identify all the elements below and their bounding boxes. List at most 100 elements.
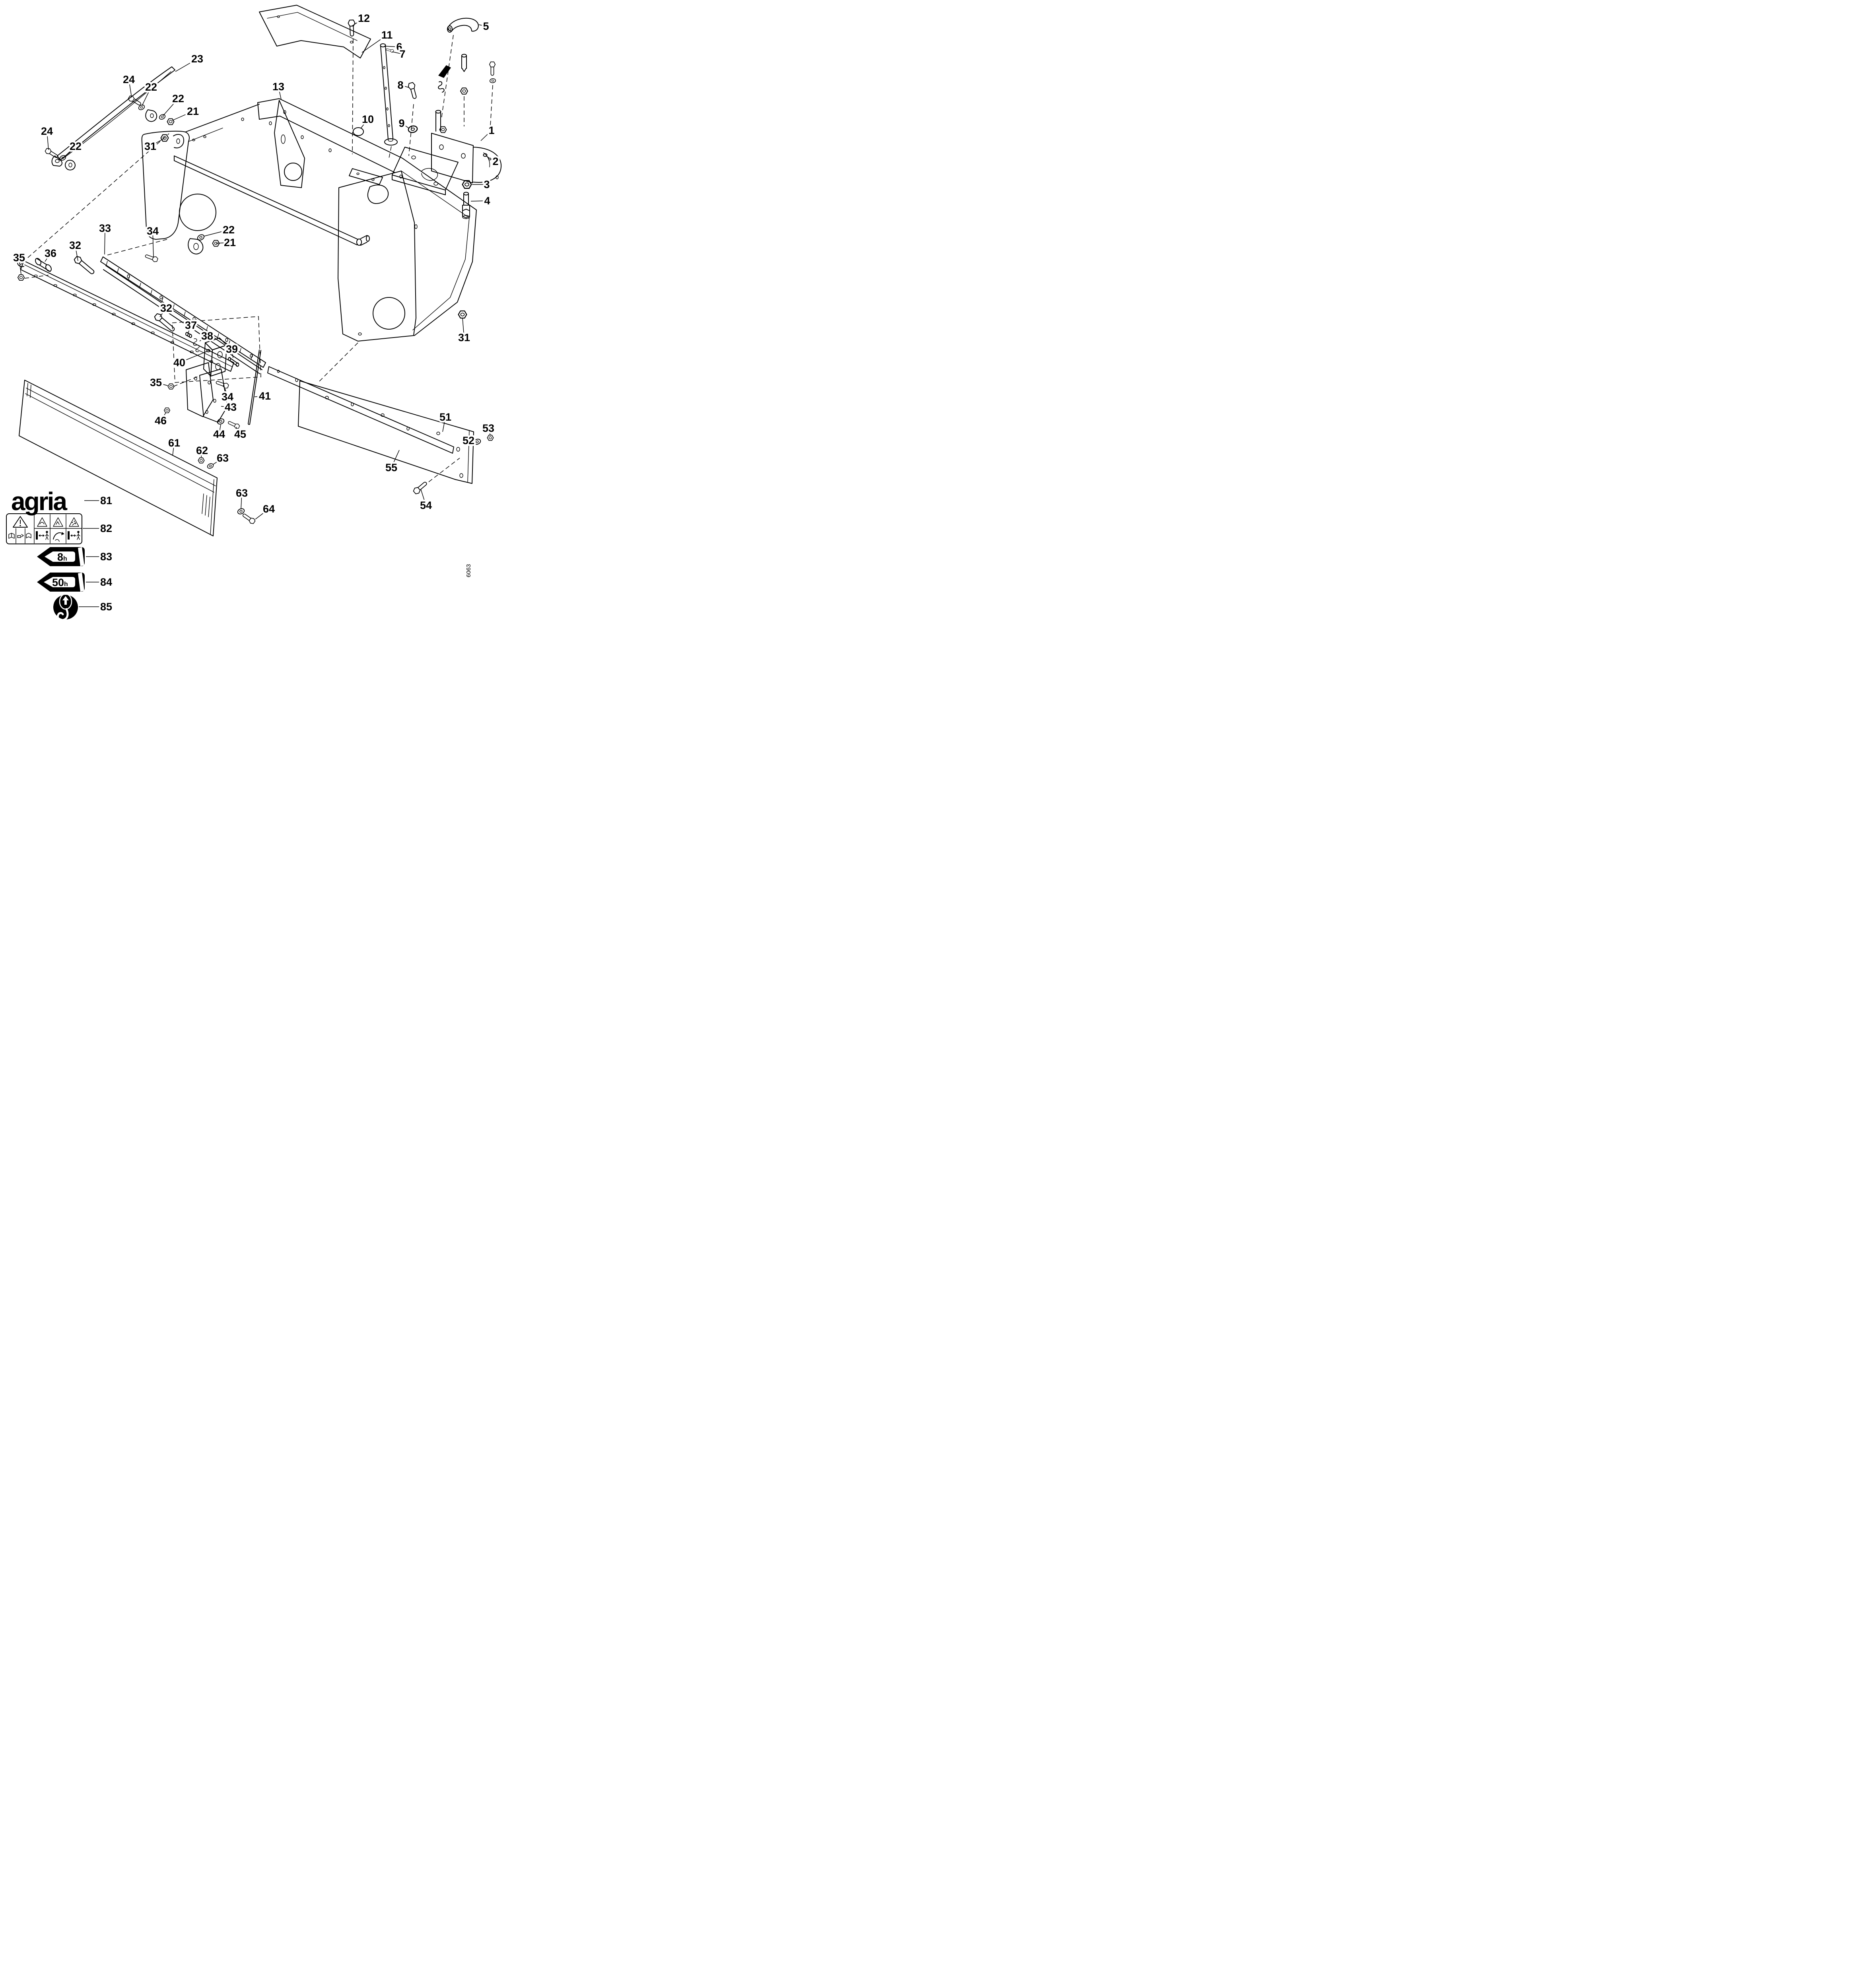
leader-line-64 xyxy=(255,509,269,520)
scraper-assembly xyxy=(186,362,228,423)
service-50h-text: 50h xyxy=(52,577,68,588)
washer-44 xyxy=(216,417,225,426)
part-label-41: 41 xyxy=(259,390,271,402)
leader-line-5 xyxy=(478,24,486,27)
cutting-hazard-icon xyxy=(53,517,63,527)
leader-line-31 xyxy=(462,318,464,338)
bolt-8 xyxy=(407,82,419,100)
clamp-grip xyxy=(438,65,451,93)
warning-exclamation-icon xyxy=(13,516,28,528)
clamp-handle xyxy=(447,17,479,33)
leader-line-39 xyxy=(231,349,233,358)
bushing-36 xyxy=(35,258,52,272)
part-label-38: 38 xyxy=(201,330,213,342)
stickers: agria xyxy=(6,487,472,621)
leader-line-54 xyxy=(420,489,426,506)
thrown-objects-icon xyxy=(69,517,79,527)
rotating-blade-icon xyxy=(53,532,64,542)
leader-line-24 xyxy=(47,131,49,150)
leader-line-11 xyxy=(361,35,387,53)
leader-line-22 xyxy=(142,87,152,106)
leader-line-34 xyxy=(225,388,228,397)
part-label-32: 32 xyxy=(69,239,81,251)
leader-line-21 xyxy=(172,111,193,121)
leader-line-13 xyxy=(278,86,282,100)
rubber-flap xyxy=(19,380,218,536)
bolt-12 xyxy=(348,19,356,37)
part-label-24: 24 xyxy=(123,74,135,85)
top-cover-plate xyxy=(259,5,371,58)
part-label-45: 45 xyxy=(234,428,246,440)
service-8h-sticker: 8h xyxy=(37,547,85,566)
part-label-32: 32 xyxy=(160,302,172,314)
keep-distance-icon-2 xyxy=(68,531,80,540)
warning-sticker xyxy=(6,513,82,544)
leader-line-31 xyxy=(150,138,164,147)
leader-line-8 xyxy=(400,85,409,88)
part-label-5: 5 xyxy=(483,20,489,32)
leader-line-9 xyxy=(401,123,410,129)
latch-assembly xyxy=(185,332,239,377)
part-label-62: 62 xyxy=(196,445,208,456)
leader-line-55 xyxy=(391,450,400,468)
nut-31b xyxy=(458,310,467,319)
crane-hook-icon xyxy=(56,593,72,621)
part-label-34: 34 xyxy=(222,391,233,403)
washer-63a xyxy=(206,462,215,470)
leader-line-38 xyxy=(199,336,208,342)
washer-22b xyxy=(158,113,167,121)
part-label-54: 54 xyxy=(420,499,432,511)
leader-line-35 xyxy=(19,257,21,275)
brand-logo: agria xyxy=(11,487,67,516)
bolt-34b xyxy=(215,379,229,390)
bolt-32a xyxy=(73,254,96,276)
part-label-13: 13 xyxy=(272,81,284,93)
part-label-52: 52 xyxy=(463,435,474,447)
grease-nipple xyxy=(483,153,492,161)
leader-line-24 xyxy=(128,79,132,98)
leader-line-35 xyxy=(155,382,168,386)
part-label-22: 22 xyxy=(172,93,184,105)
part-label-64: 64 xyxy=(263,503,275,515)
part-label-21: 21 xyxy=(224,237,236,248)
keep-distance-icon xyxy=(36,531,49,540)
mount-bracket xyxy=(392,110,502,195)
part-label-31: 31 xyxy=(144,140,156,152)
bolt-64 xyxy=(241,512,257,525)
leader-line-51 xyxy=(442,417,446,432)
leader-line-23 xyxy=(175,58,198,72)
part-label-11: 11 xyxy=(381,29,393,41)
leader-line-7 xyxy=(392,51,403,54)
bolt-top-right xyxy=(489,61,496,76)
part-label-53: 53 xyxy=(482,422,494,434)
drawing-number: 6063 xyxy=(465,564,472,577)
rear-plate xyxy=(298,381,474,484)
leader-line-40 xyxy=(179,351,207,363)
part-label-33: 33 xyxy=(99,222,111,234)
leader-line-61 xyxy=(172,443,175,456)
part-label-37: 37 xyxy=(185,319,197,331)
nut-on-stud xyxy=(460,87,468,95)
nut-53 xyxy=(487,435,494,441)
cap-10 xyxy=(353,127,364,136)
washer-top-right xyxy=(489,78,496,83)
exploded-parts-diagram: agria xyxy=(0,0,509,632)
part-label-10: 10 xyxy=(362,113,374,125)
leader-line-22 xyxy=(63,146,76,158)
lifting-point-sticker xyxy=(53,593,78,621)
leader-line-32 xyxy=(159,308,167,317)
part-label-31: 31 xyxy=(458,332,470,344)
nut-21a xyxy=(167,118,175,125)
leader-line-62 xyxy=(201,450,202,458)
leader-line-12 xyxy=(351,18,364,27)
read-manual-icon xyxy=(8,533,31,539)
nut-62 xyxy=(198,457,205,464)
support-leg xyxy=(380,43,398,146)
part-label-1: 1 xyxy=(488,124,494,136)
part-label-35: 35 xyxy=(150,377,162,388)
part-label-2: 2 xyxy=(492,155,498,167)
part-label-22: 22 xyxy=(145,81,157,93)
part-label-39: 39 xyxy=(226,343,238,355)
part-label-8: 8 xyxy=(397,79,403,91)
